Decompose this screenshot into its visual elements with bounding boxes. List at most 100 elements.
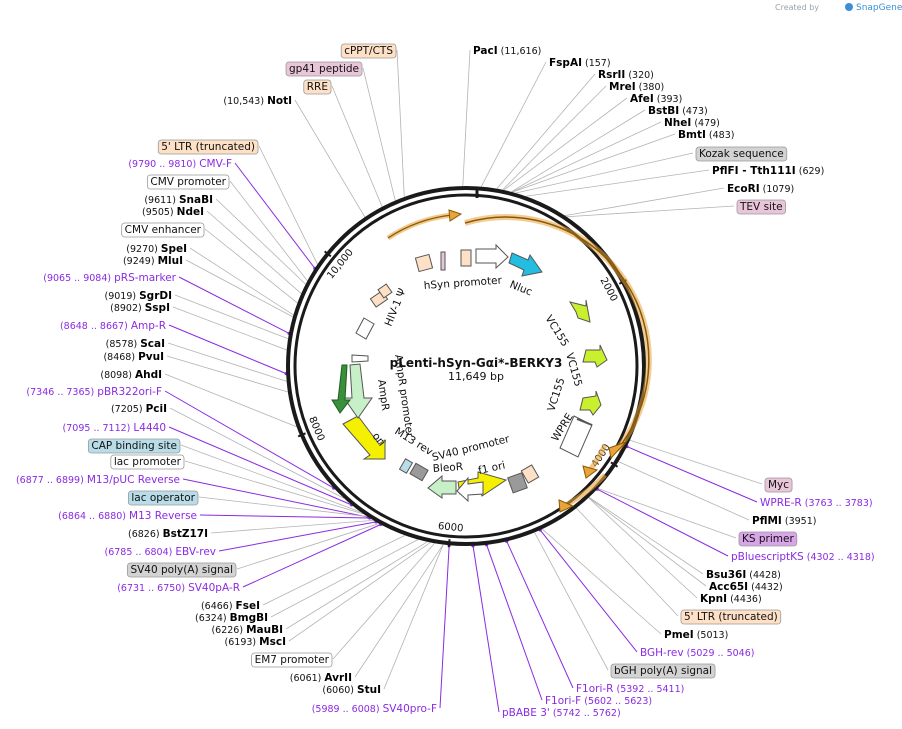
leader-line <box>542 528 662 635</box>
enzyme-label: (6060) StuI <box>322 684 381 696</box>
backbone-outer-ring <box>286 186 646 546</box>
leader-line <box>169 407 345 499</box>
site-name: BGH-rev <box>640 647 684 659</box>
leader-line <box>503 97 628 191</box>
site-coords: (9505) <box>142 207 177 218</box>
feature-label-hsyn-promoter: hSyn promoter <box>423 275 503 292</box>
site-name: L4440 <box>133 422 166 434</box>
feature-box <box>680 609 782 625</box>
leader-line <box>288 542 431 642</box>
credit: Created by SnapGene <box>775 3 902 13</box>
feature-box <box>251 652 333 668</box>
site-coords: (8578) <box>106 339 141 350</box>
tick-mark <box>447 539 451 548</box>
leader-line <box>270 539 419 618</box>
feature-box-label: TEV site <box>739 201 783 213</box>
feature-box-label: 5' LTR (truncated) <box>161 141 255 153</box>
site-name: BstBI <box>648 105 679 117</box>
enzyme-label: Acc65I (4432) <box>709 581 783 593</box>
leader-line <box>189 247 294 316</box>
site-coords: (1079) <box>760 184 795 195</box>
feature-box <box>610 663 716 679</box>
site-name: SgrDI <box>139 290 172 302</box>
site-coords: (3951) <box>782 516 817 527</box>
wpre-tick <box>576 418 593 426</box>
tick-mark <box>324 250 332 258</box>
leader-line <box>486 544 543 701</box>
leader-line <box>331 85 383 207</box>
feature-label-bleor: BleoR <box>432 461 463 475</box>
site-coords: (320) <box>625 70 654 81</box>
site-coords: (11,616) <box>498 46 542 57</box>
feature-box-label: lac operator <box>131 492 195 504</box>
leader-line <box>588 497 698 599</box>
ltr-block-left-2 <box>377 283 393 299</box>
feature-box <box>110 454 185 470</box>
site-coords: (629) <box>796 166 825 177</box>
leader-line <box>164 390 334 489</box>
leader-line <box>362 67 396 201</box>
site-name: SV40pA-R <box>188 582 240 594</box>
site-name: WPRE-R <box>760 497 802 509</box>
leader-line <box>629 439 763 485</box>
leader-line <box>206 210 302 294</box>
leader-line <box>512 133 676 193</box>
site-name: Bsu36I <box>706 569 746 581</box>
enzyme-label: (10,543) NotI <box>223 95 292 107</box>
site-name: ScaI <box>140 338 165 350</box>
enzyme-label: (6061) AvrII <box>290 672 352 684</box>
site-name: MscI <box>259 636 286 648</box>
site-coords: (5013) <box>694 630 729 641</box>
site-name: PmeI <box>664 629 694 641</box>
site-name: PciI <box>146 403 167 415</box>
enzyme-label: BstBI (473) <box>648 105 708 117</box>
leader-line <box>166 355 289 393</box>
enzyme-label: (6193) MscI <box>225 636 286 648</box>
leader-line <box>172 306 287 351</box>
primer-label: (6785 .. 6804) EBV-rev <box>104 546 216 558</box>
orange-arc-feature-core <box>464 216 650 451</box>
site-coords: (473) <box>679 106 708 117</box>
feature-box-label: Kozak sequence <box>699 148 784 160</box>
leader-line <box>229 180 308 282</box>
vc155-arrow-3 <box>579 390 602 416</box>
bleor-arrow <box>427 474 457 499</box>
feature-box <box>738 531 798 547</box>
primer-label: (7095 .. 7112) L4440 <box>63 422 166 434</box>
leader-line <box>564 187 725 217</box>
leader-line <box>534 532 609 671</box>
leader-line <box>462 49 471 187</box>
leader-line <box>185 259 294 318</box>
site-coords: (6061) <box>290 673 325 684</box>
site-coords: (4432) <box>748 582 783 593</box>
primer-label: (9065 .. 9084) pRS-marker <box>43 272 176 284</box>
hsyn-promoter-arrow <box>475 243 509 270</box>
site-coords: (9065 .. 9084) <box>43 273 114 284</box>
feature-box <box>121 222 205 238</box>
primer-label: F1ori-F (5602 .. 5623) <box>545 695 652 707</box>
feature-label-sv40-promoter: SV40 promoter <box>431 433 511 464</box>
leader-line <box>511 121 662 193</box>
leader-line <box>480 61 547 187</box>
feature-box <box>764 477 793 493</box>
site-coords: (9249) <box>123 256 158 267</box>
feature-box <box>285 61 363 77</box>
site-coords: (6877 .. 6899) <box>16 475 87 486</box>
orange-arrowhead-bottom-2-icon <box>558 499 575 513</box>
site-name: BmgBI <box>230 612 268 624</box>
site-coords: (4302 .. 4318) <box>804 552 875 563</box>
leader-line <box>566 205 735 218</box>
leader-line <box>285 541 428 630</box>
leader-line <box>184 460 364 515</box>
leader-line <box>164 373 297 428</box>
leader-line <box>258 145 318 265</box>
site-name: PacI <box>473 45 498 57</box>
feature-label-ampr: AmpR <box>375 379 391 412</box>
primer-label: (6877 .. 6899) M13/pUC Reverse <box>16 474 180 486</box>
leader-line <box>597 488 737 539</box>
site-coords: (6826) <box>128 529 163 540</box>
snapgene-logo-icon <box>845 3 853 11</box>
leader-line <box>511 109 646 193</box>
site-name: SV40pro-F <box>383 703 437 715</box>
site-coords: (9611) <box>144 195 179 206</box>
